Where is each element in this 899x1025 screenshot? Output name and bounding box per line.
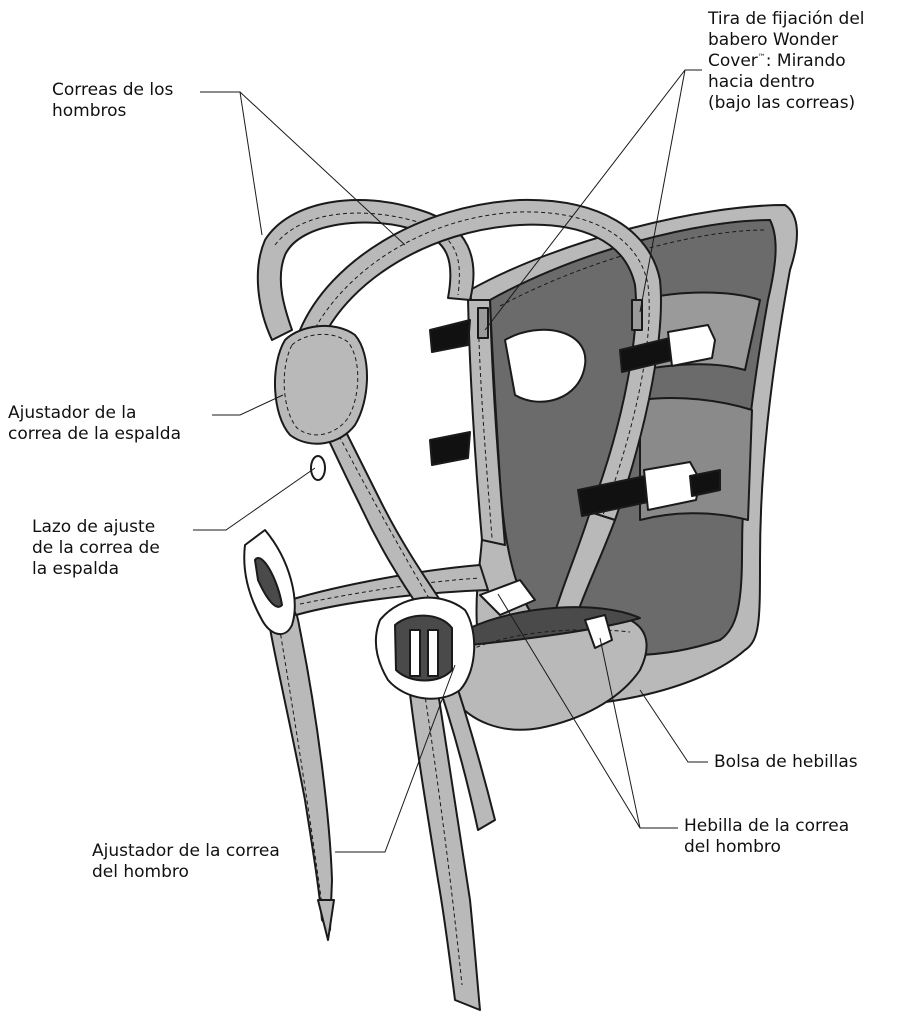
label-line: Ajustador de la correa <box>92 841 280 862</box>
label-back-loop: Lazo de ajuste de la correa de la espald… <box>32 517 160 580</box>
label-bib-strip: Tira de fijación del babero Wonder Cover… <box>708 9 865 114</box>
label-line: Correas de los <box>52 80 173 101</box>
label-back-adjuster: Ajustador de la correa de la espalda <box>8 403 181 445</box>
label-line: del hombro <box>92 862 280 883</box>
label-line: (bajo las correas) <box>708 93 865 114</box>
trademark-symbol: ™ <box>758 52 766 61</box>
label-line: Lazo de ajuste <box>32 517 160 538</box>
label-line: Bolsa de hebillas <box>714 752 858 773</box>
label-shoulder-adjuster: Ajustador de la correa del hombro <box>92 841 280 883</box>
label-line: Hebilla de la correa <box>684 816 849 837</box>
label-shoulder-straps: Correas de los hombros <box>52 80 173 122</box>
strap-tip <box>318 900 334 940</box>
label-buckle-pouch: Bolsa de hebillas <box>714 752 858 773</box>
label-line: babero Wonder <box>708 30 865 51</box>
label-mirando: : Mirando <box>766 51 846 71</box>
label-line: la espalda <box>32 559 160 580</box>
label-cover: Cover <box>708 51 758 71</box>
label-line: hacia dentro <box>708 72 865 93</box>
label-line: correa de la espalda <box>8 424 181 445</box>
label-line: Ajustador de la <box>8 403 181 424</box>
back-strap-buckle <box>244 530 294 634</box>
label-line: de la correa de <box>32 538 160 559</box>
label-line: Cover™: Mirando <box>708 51 865 72</box>
label-shoulder-buckle: Hebilla de la correa del hombro <box>684 816 849 858</box>
label-line: hombros <box>52 101 173 122</box>
label-line: Tira de fijación del <box>708 9 865 30</box>
label-line: del hombro <box>684 837 849 858</box>
